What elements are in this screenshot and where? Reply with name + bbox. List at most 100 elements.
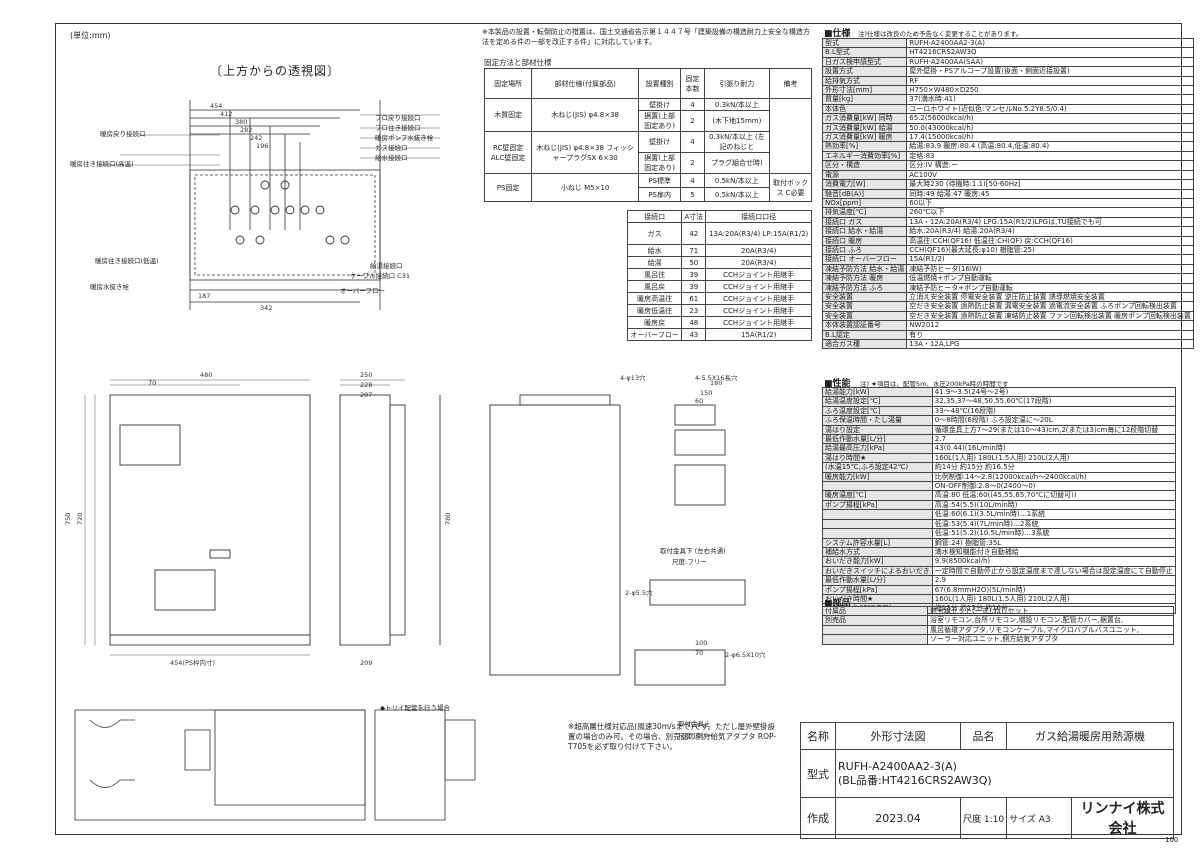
spec-label: 型式	[821, 37, 908, 49]
spec-label: 騒音[dB(A)]	[821, 188, 908, 199]
title-model-label: 型式	[800, 749, 836, 798]
performance-value: 約14分 約15分 約16.5分	[931, 462, 1176, 473]
conn-cell: CCHジョイント用継手	[705, 268, 812, 281]
parts-label: 付属品	[822, 605, 928, 617]
front-panel	[119, 424, 181, 466]
parts-label	[822, 624, 928, 636]
fix-cell: 木ねじ(JIS) φ4.8×38 フィッシャープラグSX 6×30	[531, 131, 639, 174]
parts-value: 風呂循環アダプタ,リモコンケーブル,マイクロバブルバスユニット,	[927, 624, 1174, 636]
performance-label: システム許容水量[L]	[822, 537, 933, 548]
bracket-drawings: 180 150 60 4-φ13穴 4-5.5X16長穴 2-φ5.5穴 2-φ…	[489, 373, 766, 686]
svg-text:2-φ6.5X10穴: 2-φ6.5X10穴	[725, 650, 766, 659]
performance-value: 160L(1人用) 180L(1.5人用) 210L(2人用)	[931, 593, 1176, 605]
performance-row: 低温:60(6.1)(3.5L/min時)…1系統	[822, 509, 1176, 520]
parts-row: 別売品浴室リモコン,台所リモコン,増設リモコン,配管カバー,据置台,	[822, 615, 1174, 626]
spec-value: 給湯:83.9 暖房:80.4 (高温:80.4,低温:80.4)	[906, 141, 1194, 152]
performance-value: 循環金具上方7〜29(または10〜43)cm,2(または3)cm毎に12段階切替	[931, 424, 1176, 436]
performance-value: 高温:54(5.5)(10L/min時)	[931, 499, 1176, 511]
conn-cell: 20A(R3/4)	[705, 256, 812, 269]
performance-label: 湯はり設定	[822, 424, 933, 436]
performance-row: 給湯最高圧力[kPa]43(0.44)(16L/min時)	[822, 443, 1176, 454]
conn-header: 接続口	[626, 210, 683, 223]
parts-title: ■部品	[824, 599, 851, 609]
performance-label: 給湯能力[kW]	[822, 386, 933, 398]
performance-label	[822, 528, 933, 539]
spec-row: 設置方式屋外壁掛・PSアルコーブ設置(後面・側面近接設置)	[821, 66, 1194, 77]
spec-value: 空だき安全装置 過熱防止装置 凍結防止装置 ファン回転検出装置 暖房ポンプ回転検…	[906, 310, 1194, 322]
top-view-title: 〔上方からの透視図〕	[210, 64, 341, 78]
spec-value: 有り	[906, 329, 1194, 341]
title-scale-cell: 尺度 1:10	[959, 797, 1008, 839]
spec-note: 注)仕様は改良のため予告なく変更することがあります。	[858, 30, 1023, 38]
spec-label: ガス消費量[kW] 同時	[821, 113, 908, 124]
fix-cell: 小ねじ M5×10	[531, 173, 639, 202]
spec-value: 13A・12A,LPG	[906, 338, 1194, 350]
spec-row: 凍結予防方法 暖房低温燃焼+ポンプ自動運転	[821, 273, 1194, 284]
spec-row: 安全装置立消え安全装置 停電安全装置 逆圧防止装置 誘導燃焼安全装置	[821, 291, 1194, 303]
svg-text:60: 60	[695, 397, 703, 405]
title-name-value: 外形寸法図	[835, 722, 961, 750]
conn-cell: 23	[681, 304, 707, 317]
spec-value: HT4216CRS2AW3Q	[906, 47, 1194, 58]
spec-label: 安全装置	[821, 291, 908, 303]
spec-row: B.L認定有り	[821, 329, 1194, 341]
spec-label: 接続口 ガス	[821, 216, 908, 228]
svg-text:196: 196	[256, 142, 268, 150]
spec-value: 60以下	[906, 197, 1194, 209]
spec-label: 日ガス検申請型式	[821, 56, 908, 68]
spec-label: エネルギー消費効率[%]	[821, 150, 908, 162]
fix-cell: 4	[680, 98, 705, 111]
performance-row: 最低作動水量[L/分]2.7	[822, 434, 1176, 445]
spec-row: NOx[ppm]60以下	[821, 197, 1194, 209]
spec-value: 凍結予防ヒータ+ポンプ自動運転	[906, 282, 1194, 293]
fix-header: 備考	[769, 68, 812, 99]
performance-label: 暖房能力[kW]	[822, 471, 933, 483]
fix-cell: 0.3kN/本以上	[703, 98, 771, 111]
svg-text:100: 100	[695, 639, 707, 647]
fix-cell: PS標準	[637, 173, 682, 188]
conn-cell: 43	[681, 328, 707, 341]
performance-value: 43(0.44)(16L/min時)	[931, 443, 1176, 454]
spec-row: 外形寸法[mm]H750×W480×D250	[821, 85, 1194, 96]
drain-diagram-frame	[74, 709, 366, 821]
performance-row: 補給水方式満水検知機能付き自動補給	[822, 546, 1176, 558]
conn-cell: 71	[681, 244, 707, 257]
parts-value: ソーラー対応ユニット,側方給気アダプタ	[927, 634, 1174, 645]
performance-row: 低温:51(5.2)(10.5L/min時)…3系統	[822, 528, 1176, 539]
spec-value: 65.2(56000kcal/h)	[906, 113, 1194, 124]
label-cable: ケーブル接続口 C31	[350, 272, 410, 280]
spec-value: CCH(QF16)(最大延長:φ10) 樹脂管:25)	[906, 244, 1194, 256]
spec-value: ユーロホワイト(近似色:マンセルNo.5.2Y8.5/0.4)	[906, 103, 1194, 115]
spec-value: 定格:83	[906, 150, 1194, 162]
parts-value: 浴室リモコン,台所リモコン,増設リモコン,配管カバー,据置台,	[927, 615, 1174, 626]
performance-row: ポンプ揚程[kPa]高温:54(5.5)(10L/min時)	[822, 499, 1176, 511]
svg-text:207: 207	[360, 391, 372, 399]
label-gas: ガス接続口	[375, 144, 408, 152]
fix-cell: 2	[680, 110, 705, 132]
spec-value: 給水:20A(R3/4) 給湯:20A(R3/4)	[906, 226, 1194, 237]
performance-row: おいだき能力[kW]9.9(8500kcal/h)	[822, 556, 1176, 567]
title-size-label: サイズ	[1009, 814, 1036, 825]
fix-header: 設置種別	[637, 68, 682, 99]
spec-label: B.L認定	[821, 329, 908, 341]
svg-text:187: 187	[198, 292, 210, 300]
spec-label: 本体色	[821, 103, 908, 115]
conn-cell: 42	[681, 222, 707, 245]
performance-label: ふろ保温時間・たし湯量	[822, 415, 933, 426]
label-water: 給水接続口	[375, 154, 408, 162]
title-date: 2023.04	[835, 797, 961, 839]
conn-cell: ガス	[626, 222, 683, 245]
conn-cell: CCHジョイント用継手	[705, 280, 812, 293]
performance-label: 暖房温度[℃]	[822, 490, 933, 501]
performance-value: 比例制御:14〜2.8(12000kcal/h〜2400kcal/h)	[931, 471, 1176, 483]
performance-label: ふろ温度設定[℃]	[822, 405, 933, 417]
performance-label: 最低作動水量[L/分]	[822, 575, 933, 586]
spec-value: 同時:49 給湯:47 暖房:45	[906, 188, 1194, 199]
